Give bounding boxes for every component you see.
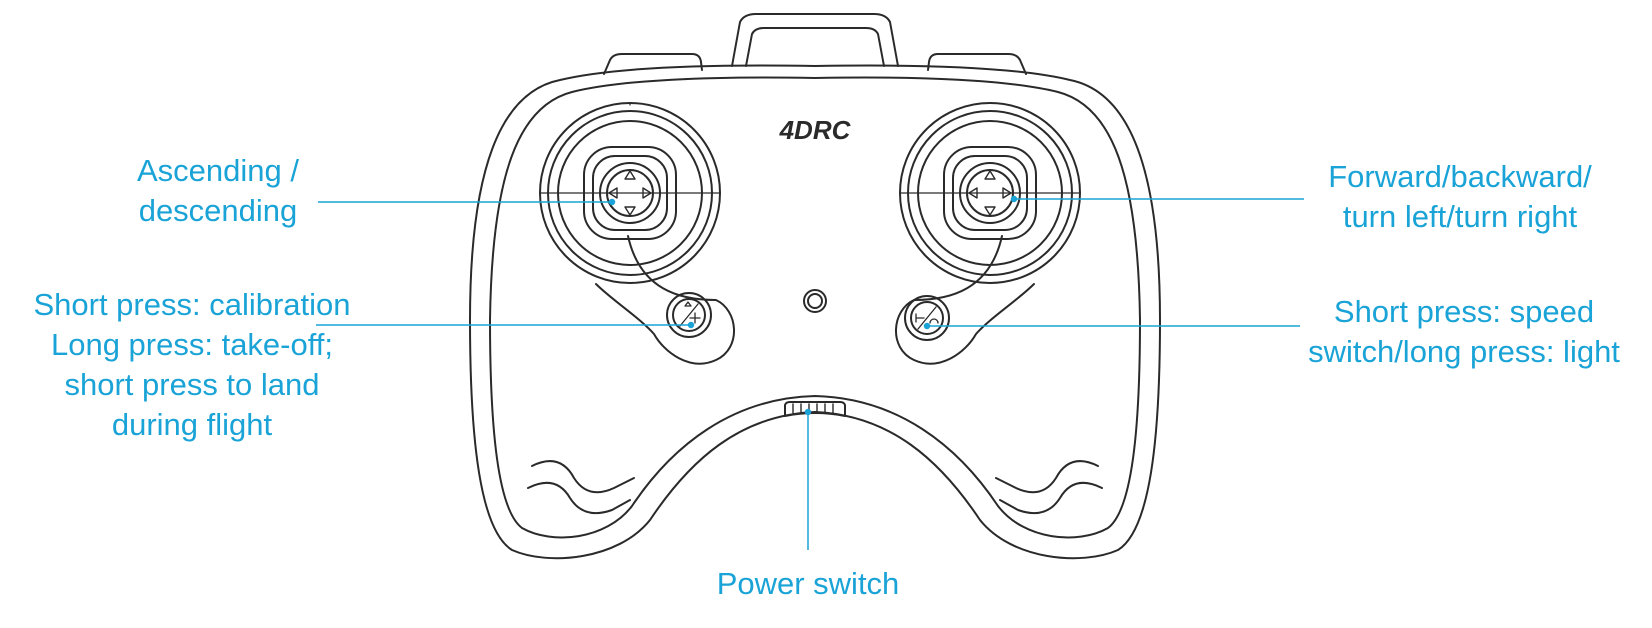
controller-body-inner: [489, 76, 1141, 539]
label-left-stick-line-2: descending: [138, 193, 298, 228]
label-right-stick: Forward/backward/ turn left/turn right: [1300, 157, 1620, 237]
label-left-stick-line-1: Ascending /: [137, 153, 299, 188]
label-left-button: Short press: calibration Long press: tak…: [6, 285, 378, 445]
calibration-takeoff-button: [666, 292, 712, 338]
status-led: [803, 289, 827, 313]
left-button-well: [595, 235, 735, 365]
label-right-button-line-2: switch/long press: light: [1308, 334, 1620, 369]
right-grip-band: [995, 460, 1099, 494]
label-power-switch-line-1: Power switch: [716, 566, 900, 601]
right-shoulder-bumper: [927, 53, 1027, 75]
power-switch: [784, 401, 846, 417]
label-right-stick-line-2: turn left/turn right: [1342, 199, 1578, 234]
speed-light-button: [904, 295, 950, 341]
label-right-button-line-1: Short press: speed: [1333, 294, 1595, 329]
label-power-switch: Power switch: [708, 564, 908, 604]
label-left-button-line-3: short press to land: [64, 367, 320, 402]
brand-logo: 4DRC: [779, 115, 852, 145]
right-button-well: [895, 235, 1035, 365]
left-grip-band: [531, 460, 635, 494]
label-left-button-line-4: during flight: [111, 407, 273, 442]
right-joystick: [899, 102, 1081, 284]
left-shoulder-bumper: [603, 53, 703, 75]
label-left-button-line-1: Short press: calibration: [33, 287, 351, 322]
label-left-stick: Ascending / descending: [118, 151, 318, 231]
right-grip-band-2: [999, 481, 1103, 514]
top-bracket: [731, 13, 899, 67]
left-joystick: [539, 102, 721, 284]
left-grip-band-2: [527, 481, 631, 514]
label-left-button-line-2: Long press: take-off;: [50, 327, 334, 362]
label-right-stick-line-1: Forward/backward/: [1328, 159, 1592, 194]
label-right-button: Short press: speed switch/long press: li…: [1284, 292, 1644, 372]
